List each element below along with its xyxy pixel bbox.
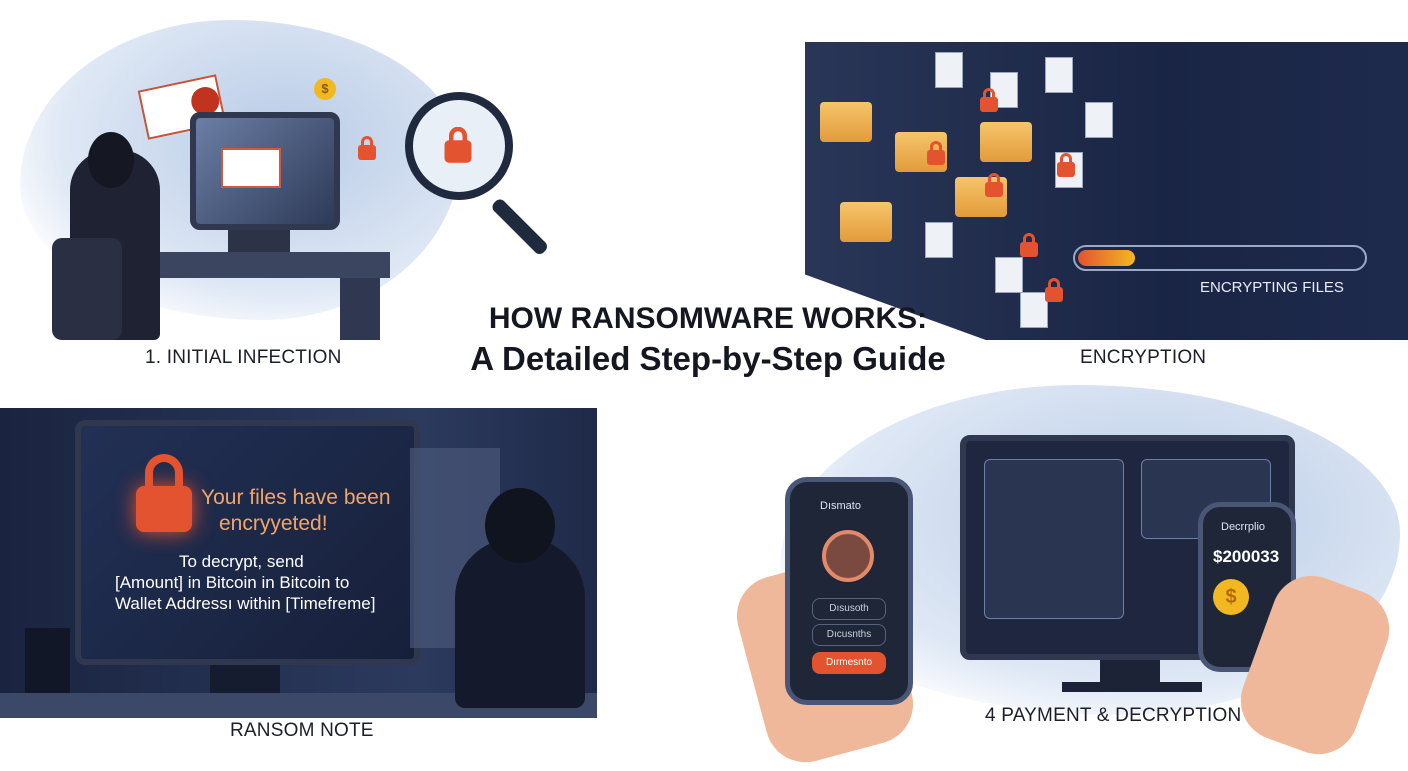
phone-cta-button[interactable]: Dırmesnto bbox=[812, 652, 886, 674]
step-4-label: 4 PAYMENT & DECRYPTION bbox=[985, 705, 1242, 726]
lock-icon bbox=[822, 530, 874, 582]
lock-icon bbox=[136, 486, 192, 532]
lock-icon bbox=[358, 136, 376, 160]
file-icon bbox=[995, 257, 1023, 293]
email-envelope-icon bbox=[221, 148, 281, 188]
panel-encryption: ENCRYPTING FILES bbox=[805, 42, 1408, 340]
person-head bbox=[485, 488, 555, 563]
title-line-2: A Detailed Step-by-Step Guide bbox=[470, 340, 946, 377]
ransom-body-1: To decrypt, send bbox=[179, 552, 304, 571]
computer-monitor bbox=[960, 435, 1295, 660]
magnifier-handle bbox=[490, 197, 550, 257]
code-window bbox=[984, 459, 1124, 619]
file-icon bbox=[925, 222, 953, 258]
lock-icon bbox=[1020, 233, 1038, 257]
panel-initial-infection: $ 1. INITIAL INFECTION bbox=[0, 0, 550, 368]
lock-icon bbox=[1057, 153, 1075, 177]
step-3-label: RANSOM NOTE bbox=[230, 720, 374, 741]
person-head bbox=[88, 132, 134, 188]
folder-icon bbox=[840, 202, 892, 242]
payment-amount: $200033 bbox=[1213, 547, 1280, 566]
magnifying-glass-icon bbox=[405, 92, 513, 200]
monitor-stand bbox=[228, 230, 290, 252]
coin-icon: $ bbox=[314, 78, 336, 100]
step-2-label: ENCRYPTION bbox=[1080, 347, 1207, 368]
ransom-body-3: Wallet Addressı within [Timefreme] bbox=[115, 594, 376, 613]
file-icon bbox=[1045, 57, 1073, 93]
worried-person bbox=[455, 538, 585, 708]
computer-monitor: Your files have been encryyeted! To decr… bbox=[75, 420, 420, 665]
computer-monitor bbox=[190, 112, 340, 230]
panel-payment-decryption: Dısmato Dısusoth Dıcusnths Dırmesnto Dec… bbox=[727, 385, 1408, 771]
lock-shackle bbox=[145, 454, 183, 490]
lock-icon bbox=[980, 88, 998, 112]
phone-title: Dısmato bbox=[820, 500, 861, 512]
file-icon bbox=[1020, 292, 1048, 328]
lock-icon bbox=[927, 141, 945, 165]
step-1-label: 1. INITIAL INFECTION bbox=[145, 347, 342, 368]
folder-icon bbox=[980, 122, 1032, 162]
office-chair bbox=[52, 238, 122, 340]
panel-ransom-note: Your files have been encryyeted! To decr… bbox=[0, 408, 597, 718]
ransom-headline-1: Your files have been bbox=[201, 486, 391, 509]
encryption-progress-bar bbox=[1073, 245, 1367, 271]
lock-icon bbox=[985, 173, 1003, 197]
title-line-1: HOW RANSOMWARE WORKS: bbox=[488, 302, 928, 335]
progress-fill bbox=[1078, 250, 1135, 266]
monitor-base bbox=[1062, 682, 1202, 692]
ransom-headline-2: encryyeted! bbox=[219, 512, 328, 535]
folder-icon bbox=[820, 102, 872, 142]
phone-button-1[interactable]: Dısusoth bbox=[812, 598, 886, 620]
left-phone: Dısmato Dısusoth Dıcusnths Dırmesnto bbox=[785, 477, 913, 705]
phone-button-2[interactable]: Dıcusnths bbox=[812, 624, 886, 646]
coin-icon: $ bbox=[1213, 579, 1249, 615]
pencil-cup bbox=[25, 628, 70, 693]
ransom-body-2: [Amount] in Bitcoin in Bitcoin to bbox=[115, 573, 350, 592]
encrypting-files-text: ENCRYPTING FILES bbox=[1200, 279, 1344, 296]
file-icon bbox=[935, 52, 963, 88]
phone-title: Decrrplio bbox=[1221, 521, 1266, 533]
lock-icon bbox=[1045, 278, 1063, 302]
file-icon bbox=[1085, 102, 1113, 138]
desk-leg bbox=[340, 278, 380, 340]
